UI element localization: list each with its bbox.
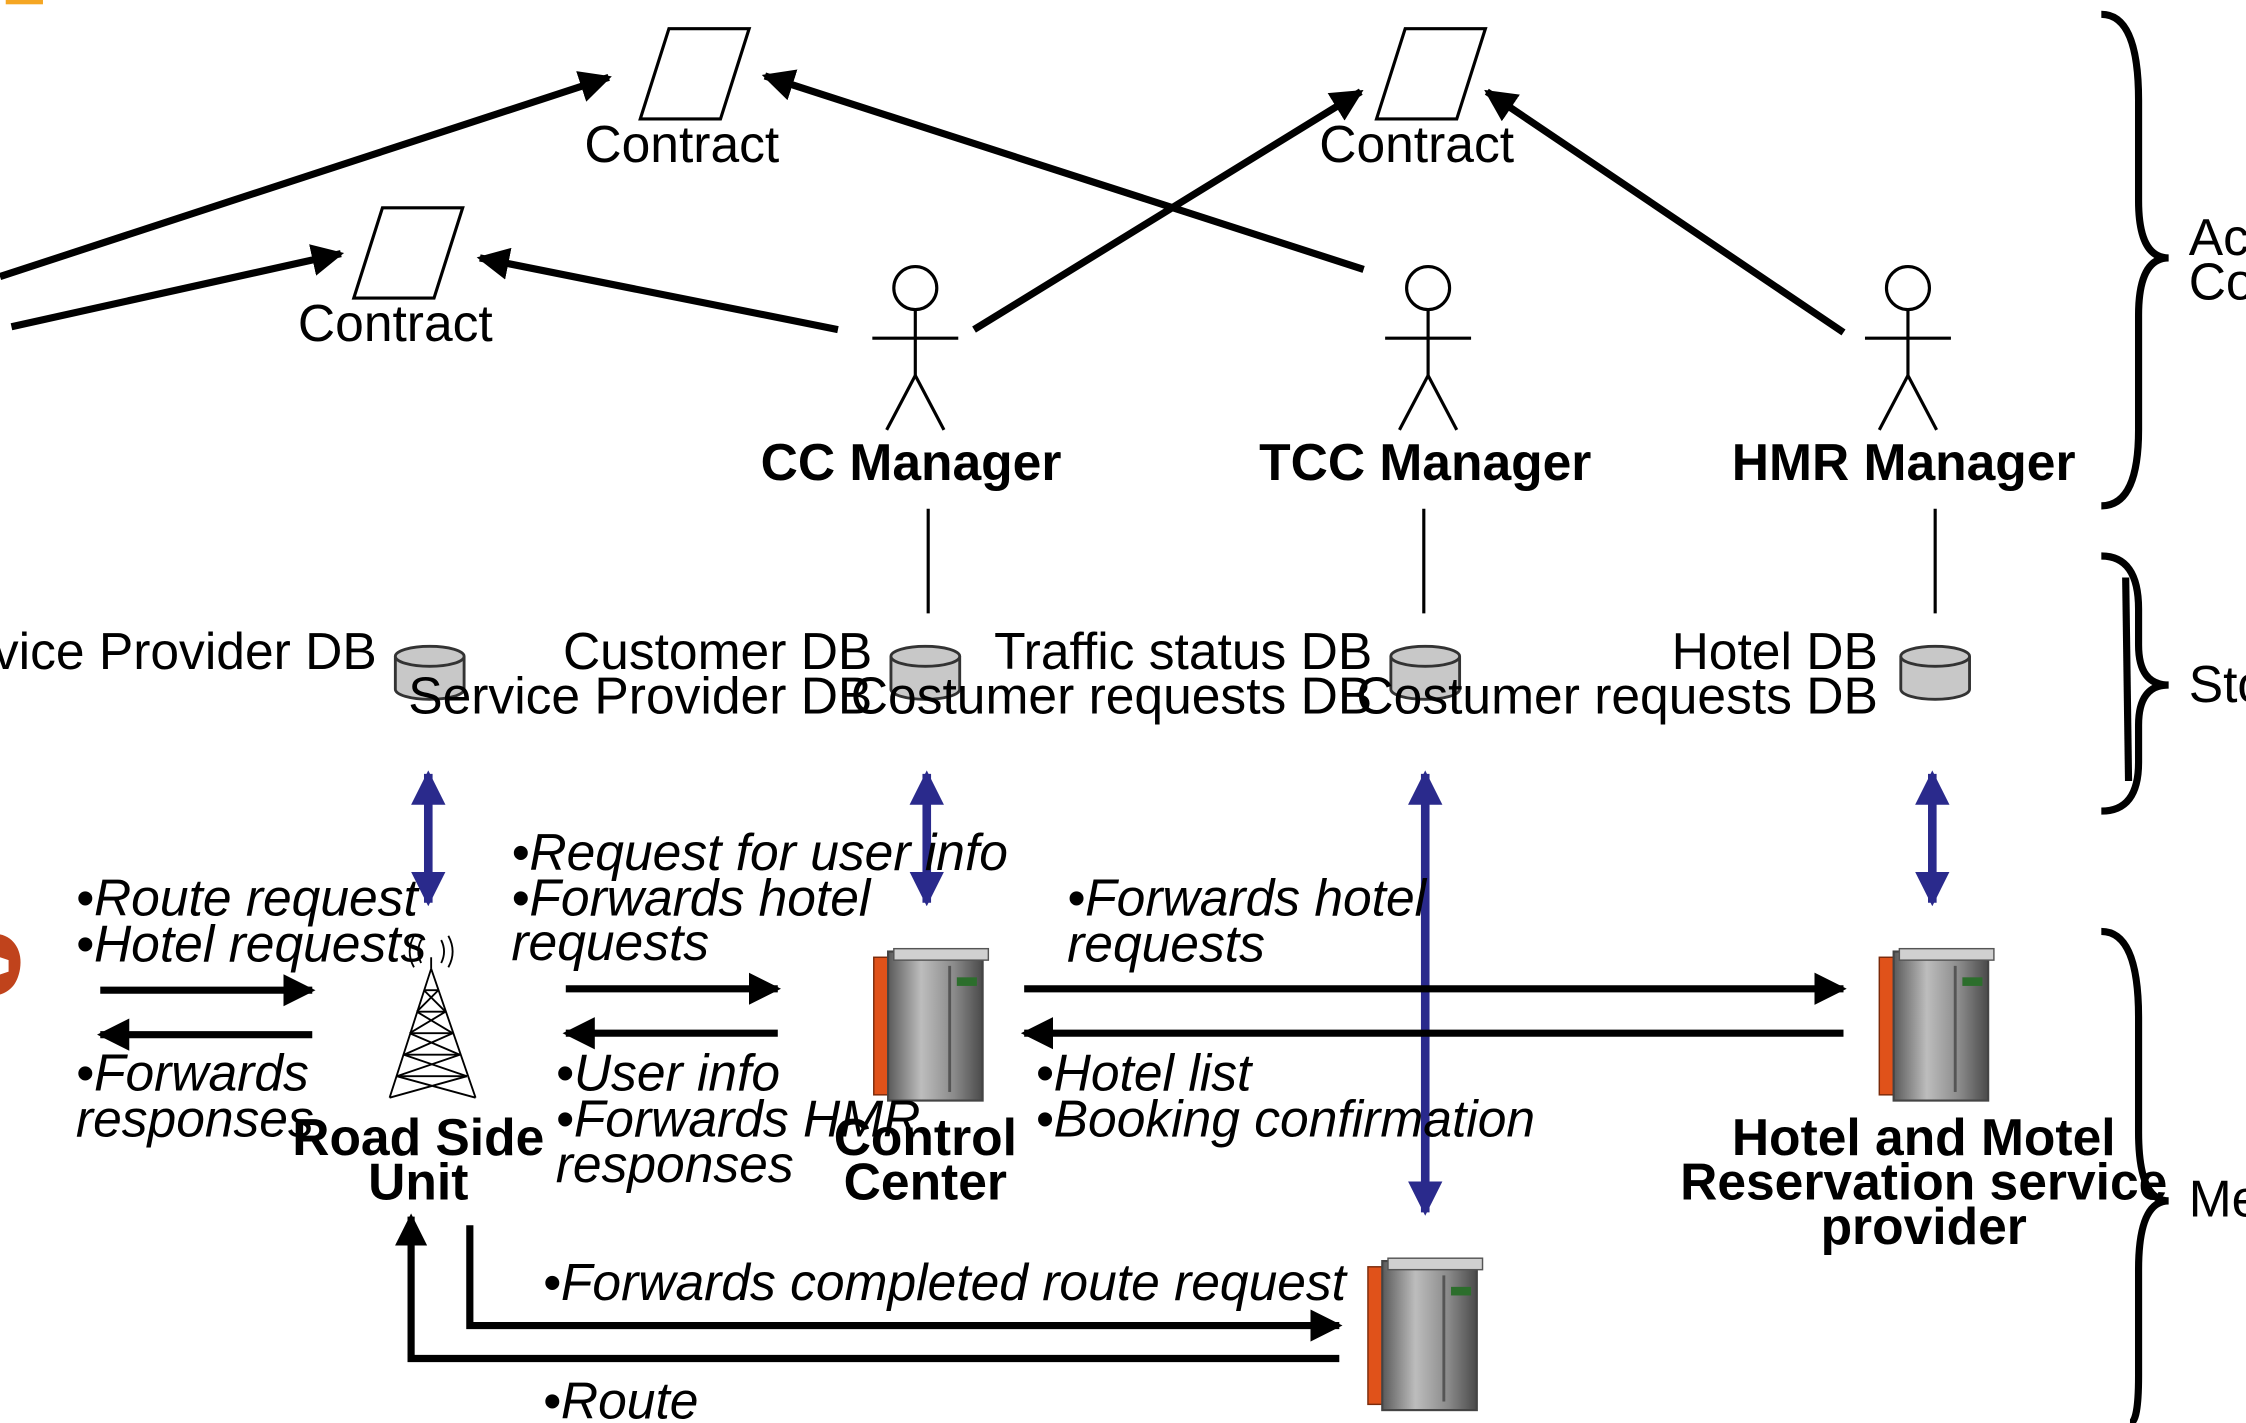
db-label: Service Provider DB: [408, 667, 872, 725]
actor-label: CC Manager: [761, 433, 1062, 491]
contract-label: Contract: [584, 115, 779, 173]
db-label: Customer DB: [563, 622, 872, 680]
db-access-arrows: [411, 770, 1950, 1216]
db-label: Costumer requests DB: [851, 667, 1372, 725]
svg-text:Hotel and Motel: Hotel and Motel: [1732, 1108, 2116, 1166]
msg-cc-to-hmr: •Forwards hotel requests: [1067, 869, 1428, 973]
database-tcc: Traffic status DB Costumer requests DB: [851, 622, 1462, 725]
hmr-server-icon: [1878, 947, 1995, 1102]
svg-text:•Forwards hotel: •Forwards hotel: [511, 869, 872, 927]
svg-text:Reservation service: Reservation service: [1680, 1152, 2167, 1210]
actor-label: TCC Manager: [1259, 433, 1591, 491]
svg-text:Acc: Acc: [2189, 208, 2246, 266]
svg-text:Unit: Unit: [368, 1152, 468, 1210]
svg-text:Cor: Cor: [2189, 252, 2246, 310]
actor-cc-manager: CC Manager: [761, 264, 1062, 491]
svg-text:•Forwards HMR: •Forwards HMR: [556, 1089, 921, 1147]
svg-text:responses: responses: [76, 1089, 314, 1147]
traffic-control-server-icon: [1366, 1257, 1484, 1412]
svg-text:Road Side: Road Side: [292, 1108, 544, 1166]
layer-labels: Acc Cor Sto Mes: [2189, 208, 2246, 1228]
contract-top-right: Contract: [1319, 27, 1514, 173]
msg-hmr-to-cc: •Hotel list •Booking confirmation: [1036, 1044, 1535, 1148]
svg-text:requests: requests: [1067, 915, 1265, 973]
road-side-unit-label: Road Side Unit: [292, 1108, 544, 1210]
svg-text:Center: Center: [844, 1152, 1007, 1210]
svg-text:•Hotel list: •Hotel list: [1036, 1044, 1254, 1102]
msg-rsu-to-tcc: •Forwards completed route request: [543, 1253, 1349, 1311]
svg-text:•User info: •User info: [556, 1044, 780, 1102]
svg-text:•Forwards hotel: •Forwards hotel: [1067, 869, 1428, 927]
db-label: Costumer requests DB: [1356, 667, 1877, 725]
actor-label: HMR Manager: [1732, 433, 2076, 491]
svg-text:•Forwards: •Forwards: [76, 1044, 309, 1102]
msg-rsu-to-cc: •Request for user info •Forwards hotel r…: [511, 823, 1008, 971]
actor-hmr-manager: HMR Manager: [1732, 264, 2076, 491]
db-label: Hotel DB: [1672, 622, 1878, 680]
svg-text:•Hotel requests: •Hotel requests: [76, 915, 426, 973]
contract-label: Contract: [1319, 115, 1514, 173]
message-arrows: [97, 972, 1847, 1363]
contract-arrows: [0, 69, 1846, 336]
msg-rsu-to-vehicle: •Forwards responses: [76, 1044, 314, 1148]
contract-top-middle: Contract: [584, 27, 779, 173]
msg-tcc-to-rsu: •Route: [543, 1372, 699, 1423]
corner-mark: [5, 0, 43, 5]
svg-text:•Route request: •Route request: [76, 869, 421, 927]
svg-text:responses: responses: [556, 1135, 794, 1193]
msg-cc-to-rsu: •User info •Forwards HMR responses: [556, 1044, 921, 1194]
svg-text:provider: provider: [1821, 1197, 2027, 1255]
svg-text:Control: Control: [834, 1108, 1017, 1166]
actor-connectors: [926, 508, 1937, 614]
svg-text:•Booking confirmation: •Booking confirmation: [1036, 1089, 1535, 1147]
db-label: Traffic status DB: [994, 622, 1372, 680]
hmr-provider-label: Hotel and Motel Reservation service prov…: [1680, 1108, 2167, 1255]
svg-text:Mes: Mes: [2189, 1170, 2246, 1228]
contract-label: Contract: [298, 294, 493, 352]
database-hmr: Hotel DB Costumer requests DB: [1356, 622, 1971, 725]
actor-tcc-manager: TCC Manager: [1259, 264, 1591, 491]
control-center-label: Control Center: [834, 1108, 1017, 1210]
svg-text:Sto: Sto: [2189, 655, 2246, 713]
database-cc: Customer DB Service Provider DB: [408, 622, 962, 725]
msg-vehicle-to-rsu: •Route request •Hotel requests: [76, 869, 426, 973]
database-rsu: Service Provider DB: [0, 622, 466, 701]
road-side-unit-icon: [388, 935, 477, 1099]
contract-left: Contract: [298, 206, 493, 352]
vehicle-icon: [0, 934, 21, 995]
svg-text:•Request for user info: •Request for user info: [511, 823, 1008, 881]
svg-text:requests: requests: [511, 913, 709, 971]
db-label: Service Provider DB: [0, 622, 377, 680]
control-center-server-icon: [872, 947, 990, 1102]
layer-braces: [2101, 10, 2170, 1423]
